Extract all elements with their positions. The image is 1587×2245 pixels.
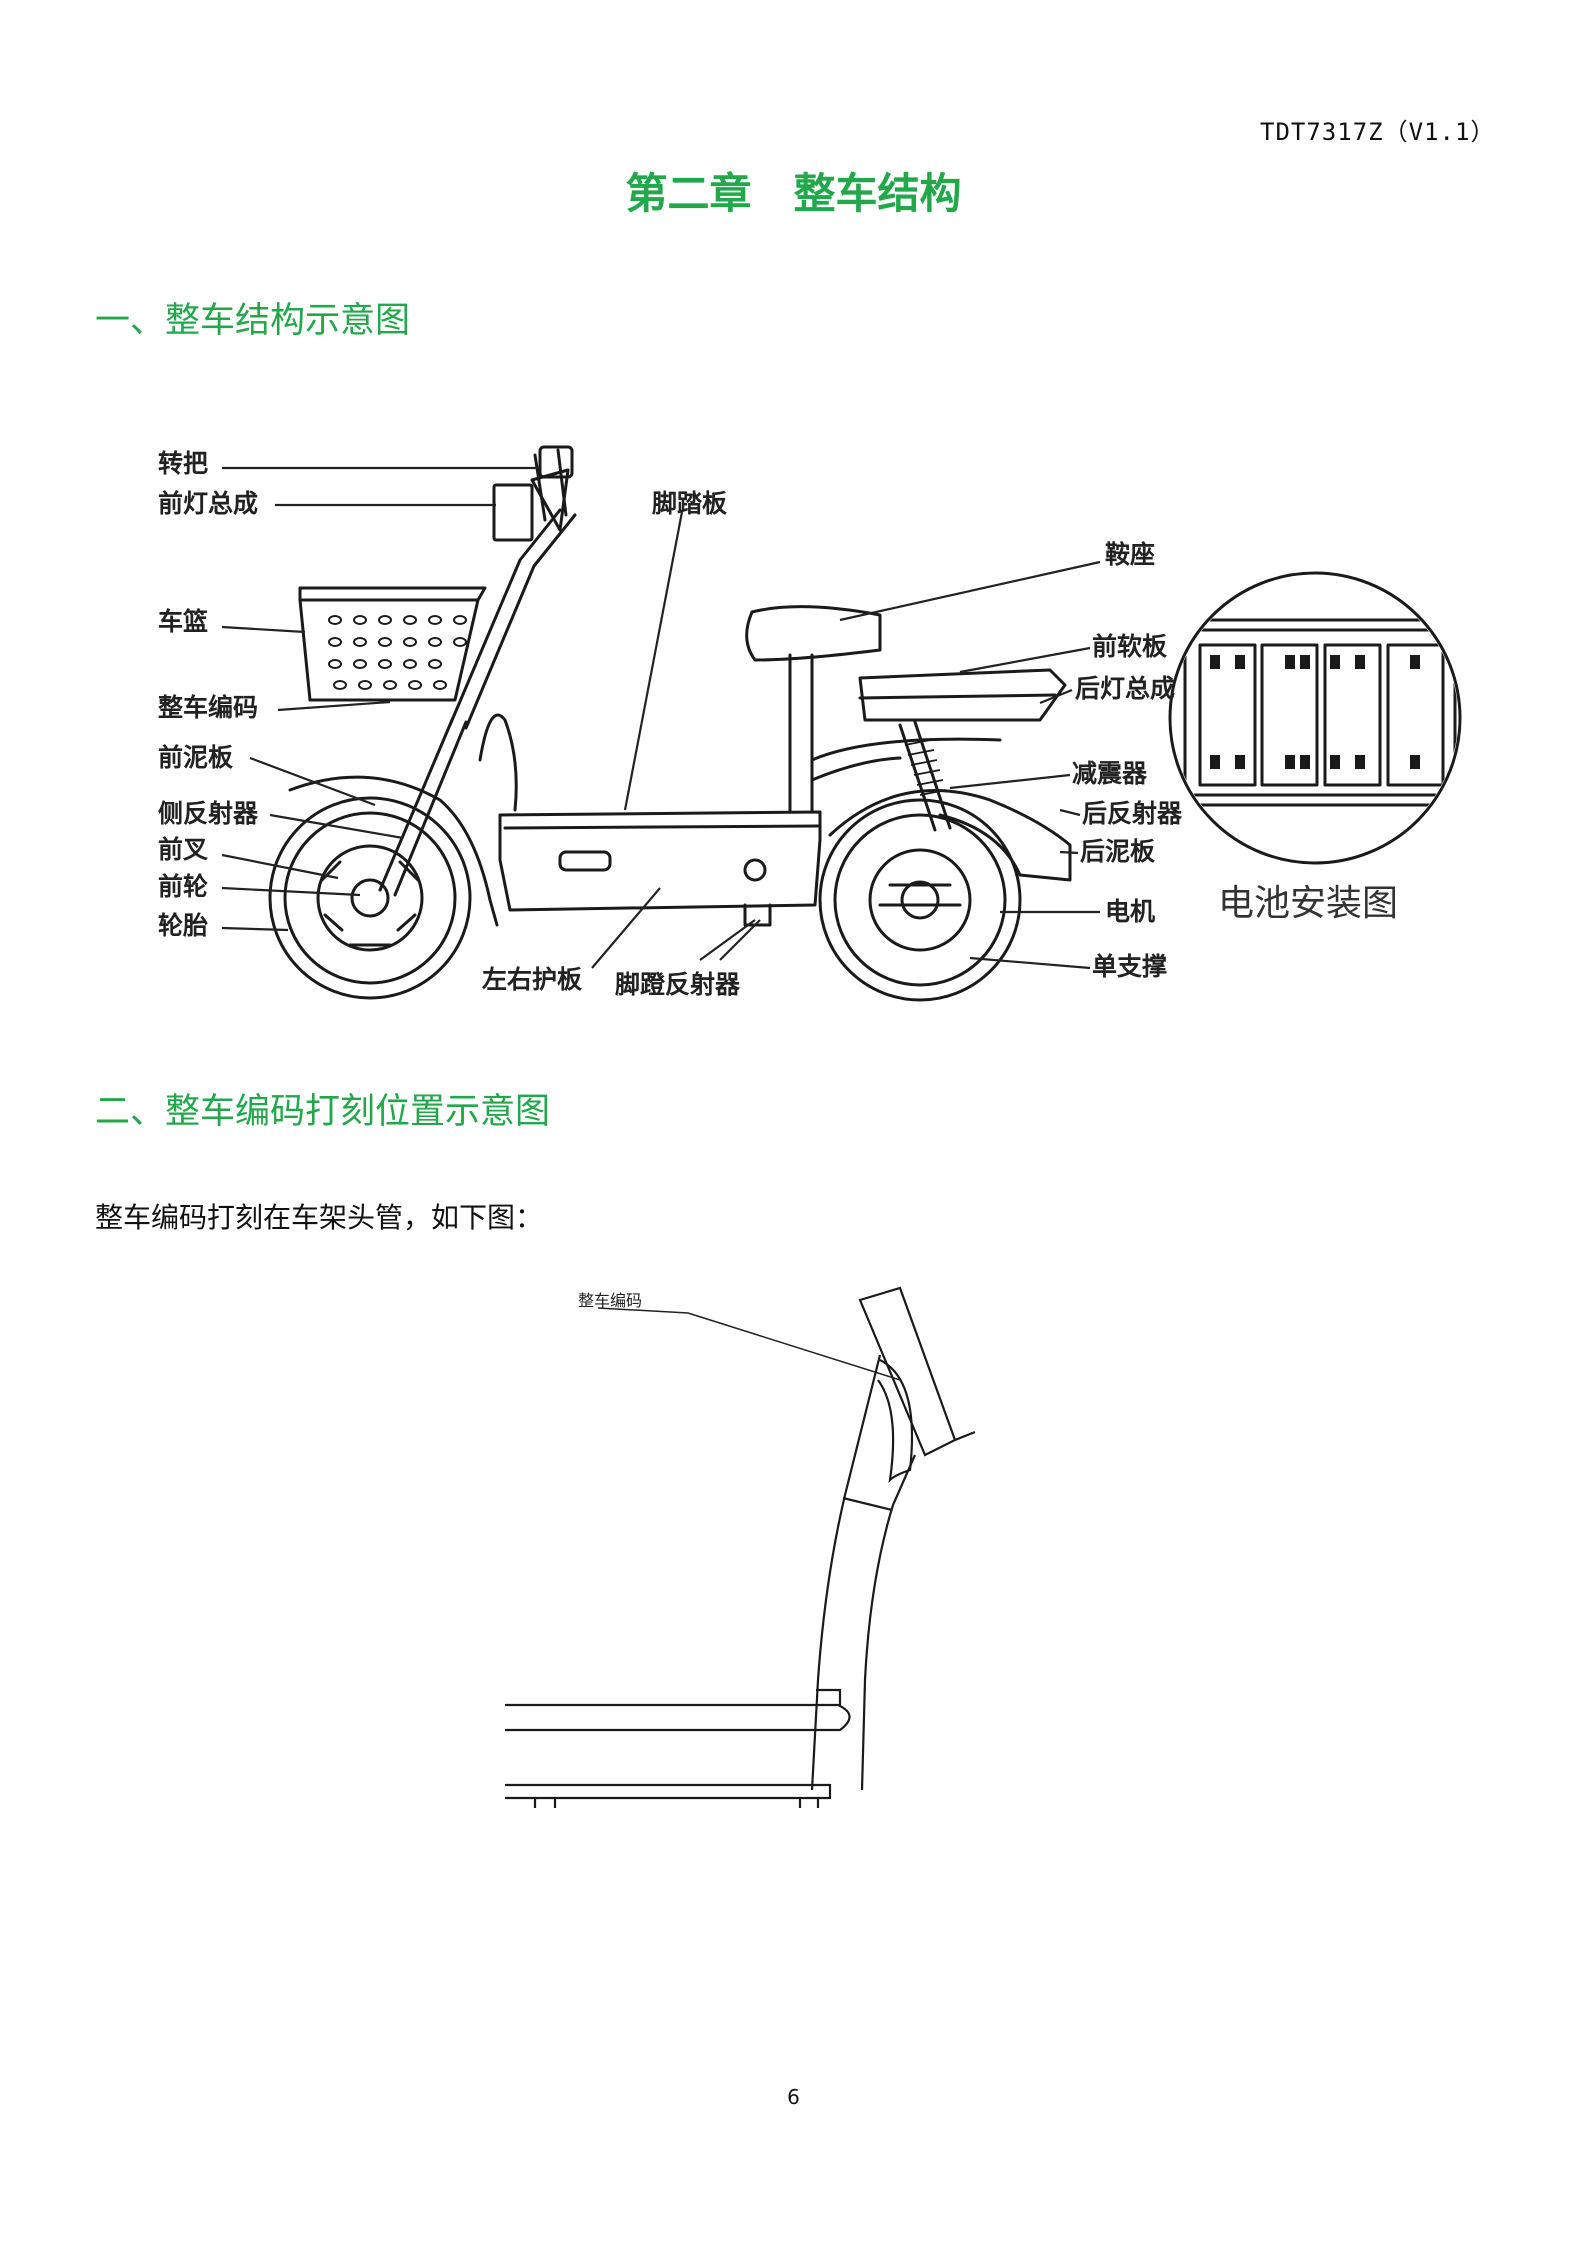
label-front-soft-panel: 前软板 <box>1092 632 1167 661</box>
label-tire: 轮胎 <box>158 911 208 940</box>
rear-wheel-outer <box>818 798 1022 1002</box>
vin-location-diagram: 整车编码 <box>505 1286 976 1808</box>
chapter-title: 第二章 整车结构 <box>625 169 962 218</box>
label-basket: 车篮 <box>158 607 208 636</box>
label-headlight: 前灯总成 <box>158 489 258 518</box>
front-fender-shape <box>288 775 499 927</box>
footboard-shape <box>498 810 822 912</box>
label-pedal-reflector: 脚蹬反射器 <box>615 970 741 999</box>
label-front-wheel: 前轮 <box>158 872 208 901</box>
label-side-reflector: 侧反射器 <box>158 799 259 828</box>
label-rear-fender: 后泥板 <box>1080 837 1155 866</box>
label-front-fender: 前泥板 <box>158 743 233 772</box>
vehicle-structure-diagram: 转把 前灯总成 车篮 整车编码 前泥板 侧反射器 前叉 前轮 轮胎 脚踏板 鞍座… <box>158 445 1462 1002</box>
label-taillight: 后灯总成 <box>1075 674 1175 703</box>
label-stand: 单支撑 <box>1092 952 1167 981</box>
label-saddle: 鞍座 <box>1105 540 1155 569</box>
diagram-vin-label: 整车编码 <box>578 1291 642 1310</box>
label-footboard: 脚踏板 <box>652 489 727 518</box>
label-battery-install: 电池安装图 <box>1218 883 1398 924</box>
label-throttle: 转把 <box>158 449 208 478</box>
page-number: 6 <box>787 2085 800 2109</box>
battery-install-inset <box>1168 571 1462 865</box>
label-side-guards: 左右护板 <box>482 965 582 994</box>
label-shock: 减震器 <box>1072 759 1148 788</box>
label-rear-reflector: 后反射器 <box>1082 799 1183 828</box>
section2-heading: 二、整车编码打刻位置示意图 <box>95 1092 551 1132</box>
document-code: TDT7317Z（V1.1） <box>1260 118 1496 146</box>
saddle-shape <box>745 605 882 662</box>
front-wheel-outer <box>268 796 472 1000</box>
label-motor: 电机 <box>1105 897 1155 926</box>
section1-heading: 一、整车结构示意图 <box>95 301 411 341</box>
label-front-fork: 前叉 <box>158 835 208 864</box>
label-vin: 整车编码 <box>158 693 258 722</box>
section2-intro: 整车编码打刻在车架头管，如下图： <box>95 1201 544 1234</box>
